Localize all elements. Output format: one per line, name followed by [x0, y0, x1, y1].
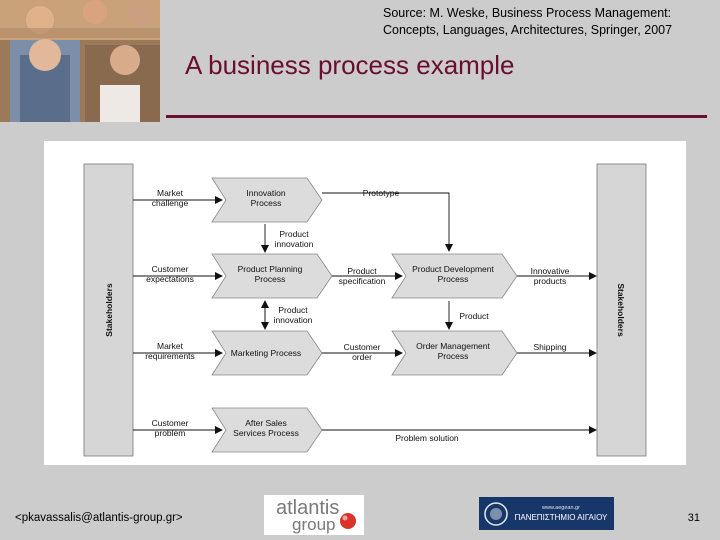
label-problem-solution: Problem solution [395, 433, 459, 443]
logo1-word-2: group [292, 515, 335, 534]
arrow-prototype [322, 192, 453, 252]
logo1-ball [340, 513, 356, 529]
marketing-process-shape [211, 330, 323, 376]
source-citation: Source: M. Weske, Business Process Manag… [383, 5, 713, 39]
atlantis-group-logo: atlantis group [264, 495, 364, 535]
university-seal-icon [484, 502, 508, 526]
right-stakeholder-lane [596, 163, 647, 457]
label-marketing-process: Marketing Process [231, 348, 301, 358]
left-stakeholder-lane [83, 163, 134, 457]
page-number: 31 [687, 512, 700, 524]
order-management-process-shape [391, 330, 518, 376]
label-prototype: Prototype [363, 188, 400, 198]
label-product: Product [459, 311, 489, 321]
logo2-url: www.aegean.gr [541, 505, 580, 511]
right-lane-label: Stakeholders [616, 283, 626, 337]
contact-email: <pkavassalis@atlantis-group.gr> [15, 512, 183, 524]
after-sales-process-shape [211, 407, 323, 453]
slide-title: A business process example [185, 50, 515, 80]
university-aegean-logo: www.aegean.gr ΠΑΝΕΠΙΣΤΗΜΙΟ ΑΙΓΑΙΟΥ [479, 497, 614, 530]
innovation-process-shape [211, 177, 323, 223]
logo1-word-1: atlantis [276, 497, 339, 519]
source-line-2: Concepts, Languages, Architectures, Spri… [383, 23, 673, 37]
left-lane-label: Stakeholders [104, 283, 114, 337]
logo2-name: ΠΑΝΕΠΙΣΤΗΜΙΟ ΑΙΓΑΙΟΥ [515, 513, 608, 522]
title-underline [166, 115, 707, 118]
header-photo [0, 0, 160, 122]
source-line-1: Source: M. Weske, Business Process Manag… [383, 6, 672, 20]
product-development-process-shape [391, 253, 518, 299]
label-shipping: Shipping [533, 342, 566, 352]
product-planning-process-shape [211, 253, 333, 299]
